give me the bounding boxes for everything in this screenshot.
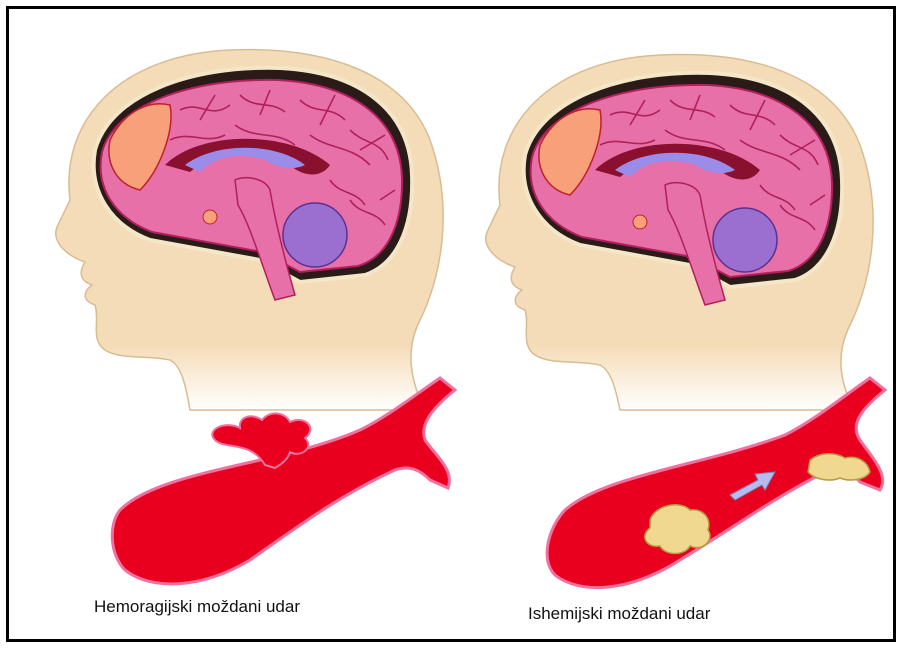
- ischemic-caption: Ishemijski moždani udar: [528, 604, 710, 624]
- ischemic-stroke-illustration: [440, 0, 900, 650]
- pituitary: [203, 210, 217, 224]
- pituitary: [633, 215, 647, 229]
- hemorrhagic-stroke-illustration: [0, 0, 460, 650]
- cerebellum: [283, 203, 347, 267]
- cerebellum: [713, 208, 777, 272]
- hemorrhagic-caption: Hemoragijski moždani udar: [94, 597, 300, 617]
- embolus-clot: [645, 505, 710, 554]
